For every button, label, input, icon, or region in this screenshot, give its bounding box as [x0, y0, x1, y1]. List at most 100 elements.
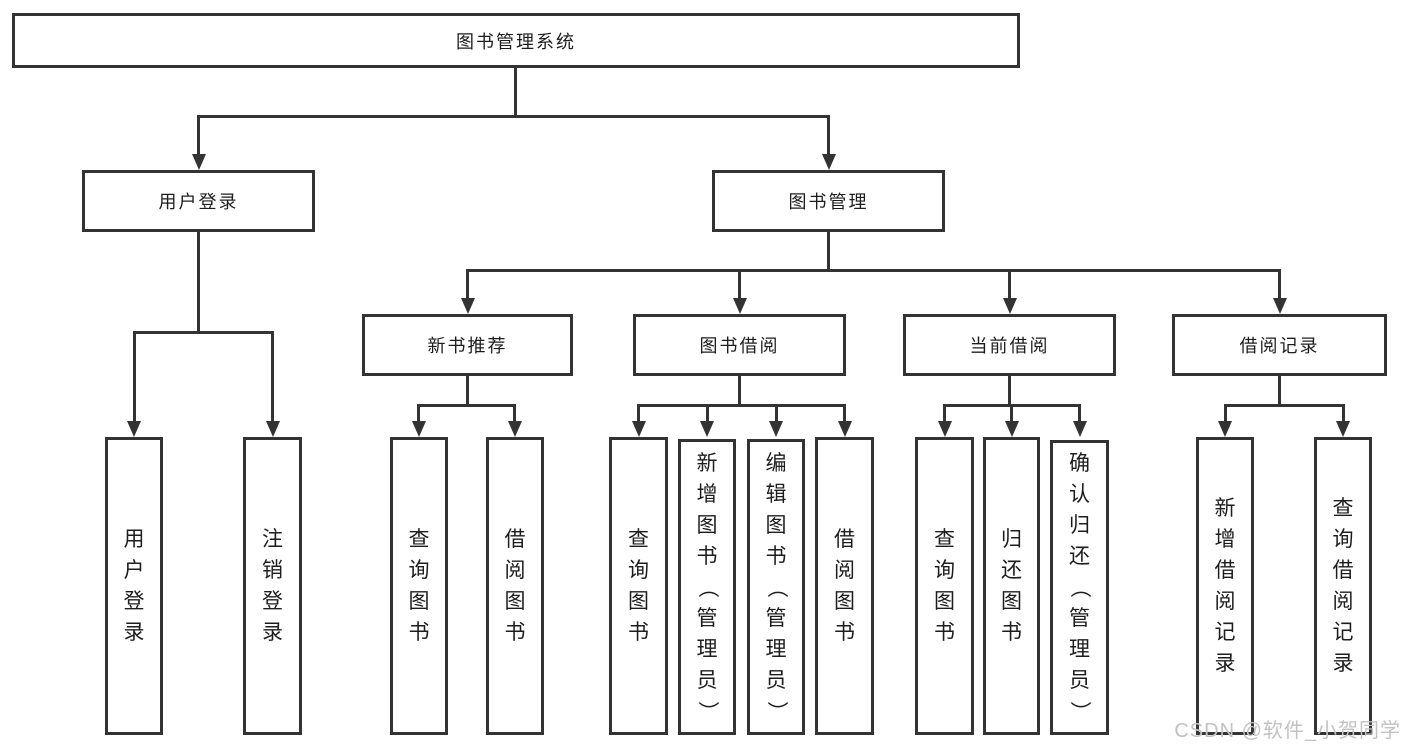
vertical-char: 图 — [504, 590, 526, 613]
vertical-char: 确 — [1069, 452, 1090, 475]
node-current-query-books: 查询图书 — [915, 437, 974, 735]
vertical-char: 借 — [1332, 559, 1354, 582]
node-label: 注销登录 — [246, 440, 299, 732]
vertical-char: 阅 — [1214, 590, 1236, 613]
connector-line — [466, 269, 1281, 272]
node-book-management: 图书管理 — [712, 170, 945, 232]
connector-line — [197, 232, 200, 334]
vertical-char: ） — [764, 700, 788, 722]
vertical-char: 归 — [1069, 514, 1090, 537]
vertical-char: 图 — [765, 513, 787, 537]
connector-line — [827, 115, 830, 156]
node-borrowing-add-book-admin: 新增图书（管理员） — [678, 439, 736, 735]
vertical-char: （ — [764, 576, 788, 598]
vertical-char: 辑 — [765, 482, 787, 506]
vertical-char: 询 — [628, 559, 649, 582]
connector-line — [1008, 376, 1011, 407]
connector-line — [738, 269, 741, 300]
connector-line — [466, 376, 469, 407]
node-current-borrowing: 当前借阅 — [903, 314, 1116, 376]
arrowhead-down-icon — [733, 298, 747, 314]
connector-line — [197, 115, 200, 156]
node-label: 新书推荐 — [427, 336, 508, 356]
arrowhead-down-icon — [461, 298, 475, 314]
node-current-return-books: 归还图书 — [983, 437, 1040, 735]
connector-line — [637, 404, 640, 422]
vertical-char: 用 — [123, 528, 145, 551]
node-borrowing-records: 借阅记录 — [1172, 314, 1387, 376]
connector-line — [271, 331, 274, 421]
vertical-char: 图 — [408, 590, 430, 613]
arrowhead-down-icon — [700, 421, 714, 437]
vertical-char: 书 — [504, 621, 526, 644]
node-book-borrowing: 图书借阅 — [633, 314, 846, 376]
node-borrowing-edit-book-admin: 编辑图书（管理员） — [747, 439, 805, 735]
arrowhead-down-icon — [1073, 421, 1087, 437]
arrowhead-down-icon — [127, 421, 141, 437]
vertical-char: 查 — [1332, 497, 1354, 520]
vertical-char: （ — [695, 576, 719, 598]
node-recommend-query-books: 查询图书 — [390, 437, 448, 735]
node-label: 归还图书 — [986, 440, 1037, 732]
vertical-char: 书 — [765, 544, 787, 568]
vertical-char: （ — [1068, 577, 1091, 598]
node-library-management-system: 图书管理系统 — [12, 13, 1020, 68]
vertical-char: 户 — [123, 559, 145, 582]
node-new-book-recommend: 新书推荐 — [362, 314, 573, 376]
arrowhead-down-icon — [508, 421, 522, 437]
node-label: 借阅图书 — [818, 440, 871, 732]
node-logout-leaf: 注销登录 — [243, 437, 302, 735]
vertical-char: 增 — [1214, 528, 1236, 551]
vertical-char: 询 — [934, 559, 955, 582]
vertical-char: 管 — [1069, 607, 1090, 630]
vertical-char: 借 — [834, 528, 855, 551]
csdn-watermark: CSDN @软件_小贺同学 — [1174, 720, 1401, 742]
arrowhead-down-icon — [1005, 421, 1019, 437]
vertical-char: 新 — [1214, 497, 1236, 520]
node-label: 编辑图书（管理员） — [750, 442, 802, 732]
vertical-char: 归 — [1001, 528, 1022, 551]
arrowhead-down-icon — [266, 421, 280, 437]
vertical-char: 还 — [1001, 559, 1022, 582]
connector-line — [417, 404, 420, 422]
node-records-add-borrow-record: 新增借阅记录 — [1196, 437, 1254, 735]
arrowhead-down-icon — [938, 421, 952, 437]
vertical-char: ） — [695, 700, 719, 722]
vertical-char: 图 — [628, 590, 649, 613]
vertical-char: 书 — [934, 621, 955, 644]
vertical-char: 询 — [1332, 528, 1354, 551]
connector-line — [514, 68, 517, 118]
node-label: 确认归还（管理员） — [1053, 443, 1106, 732]
arrowhead-down-icon — [1003, 298, 1017, 314]
vertical-char: 员 — [765, 668, 787, 692]
node-label: 用户登录 — [158, 192, 239, 212]
node-label: 新增图书（管理员） — [681, 442, 733, 732]
connector-line — [1010, 404, 1013, 422]
connector-line — [1342, 404, 1345, 422]
vertical-char: 理 — [765, 637, 787, 661]
connector-line — [1008, 269, 1011, 300]
vertical-char: 书 — [1001, 621, 1022, 644]
node-current-confirm-return-admin: 确认归还（管理员） — [1050, 440, 1109, 735]
node-label: 图书管理 — [788, 192, 869, 212]
arrowhead-down-icon — [822, 154, 836, 170]
vertical-char: 询 — [408, 559, 430, 582]
connector-line — [1278, 376, 1281, 407]
node-label: 查询图书 — [612, 440, 665, 732]
connector-line — [843, 404, 846, 422]
vertical-char: 阅 — [834, 559, 855, 582]
arrowhead-down-icon — [192, 154, 206, 170]
connector-line — [1224, 404, 1345, 407]
vertical-char: 录 — [1332, 652, 1354, 675]
vertical-char: 阅 — [1332, 590, 1354, 613]
vertical-char: 书 — [408, 621, 430, 644]
arrowhead-down-icon — [412, 421, 426, 437]
vertical-char: 记 — [1332, 621, 1354, 644]
connector-line — [1224, 404, 1227, 422]
arrowhead-down-icon — [632, 421, 646, 437]
connector-line — [133, 331, 274, 334]
vertical-char: 借 — [504, 528, 526, 551]
node-recommend-borrow-books: 借阅图书 — [486, 437, 544, 735]
vertical-char: 登 — [123, 590, 145, 613]
